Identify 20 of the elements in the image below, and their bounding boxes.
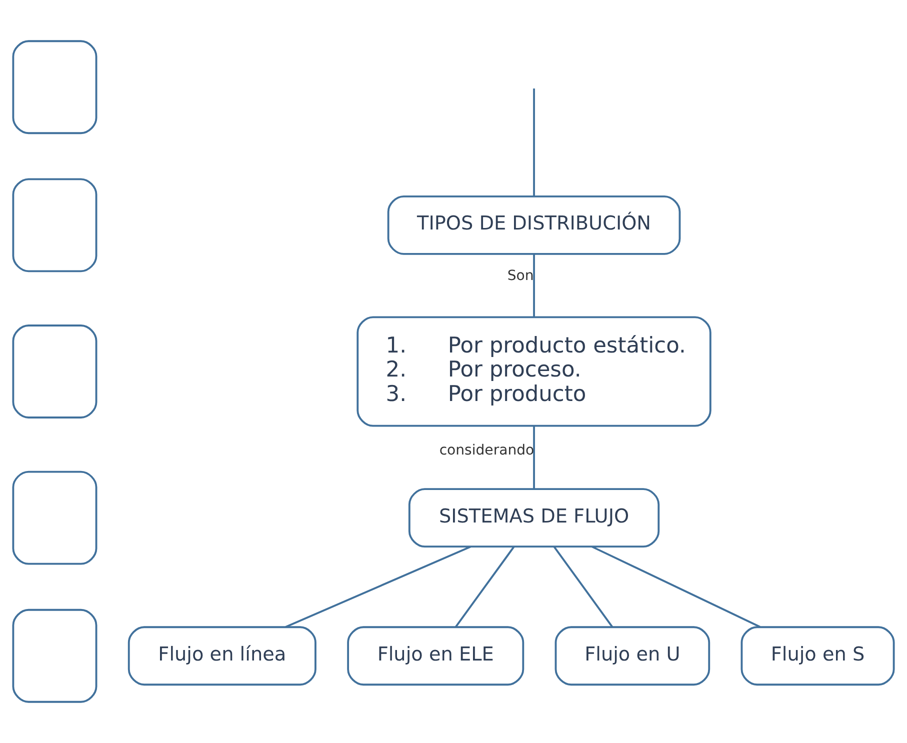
node-box: TIPOS DE DISTRIBUCIÓN (387, 195, 681, 255)
node-box: 1. Por producto estático. 2. Por proceso. 3. Por producto (356, 316, 712, 427)
connector (285, 546, 471, 628)
node-box: Flujo en U (554, 626, 710, 686)
node-box (12, 470, 98, 565)
node-box (12, 608, 98, 703)
node-box: SISTEMAS DE FLUJO (408, 488, 660, 548)
node-box (12, 178, 98, 272)
node-box (12, 324, 98, 418)
connector (533, 254, 535, 317)
node-box: Flujo en S (740, 626, 895, 686)
node-box: Flujo en ELE (347, 626, 524, 686)
edge-label: Son (507, 268, 534, 284)
node-box: Flujo en línea (128, 626, 316, 686)
connector (553, 546, 614, 628)
connector (454, 546, 515, 628)
node-box (12, 40, 98, 134)
connector (533, 426, 535, 490)
connector (533, 88, 535, 196)
connector (592, 546, 760, 628)
